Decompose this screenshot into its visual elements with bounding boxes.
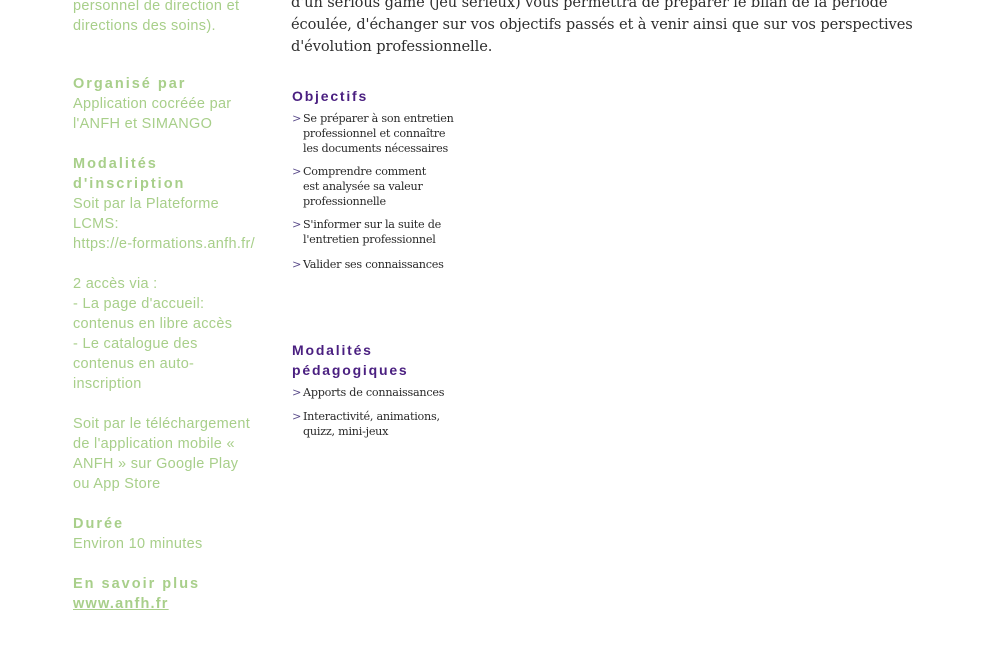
download-text-line: ou App Store: [73, 476, 161, 492]
download-text-line: ANFH » sur Google Play: [73, 456, 239, 472]
pedagogiques-heading: Modalités pédagogiques: [292, 342, 409, 378]
audience-text-line: personnel de direction et: [73, 0, 240, 14]
objectifs-list: > Se préparer à son entretien profession…: [292, 111, 492, 272]
chevron-right-icon: >: [292, 386, 302, 399]
organise-text-line: l'ANFH et SIMANGO: [73, 116, 213, 132]
objectifs-section: Objectifs > Se préparer à son entretien …: [292, 86, 492, 272]
pedagogiques-section: Modalités pédagogiques > Apports de conn…: [292, 340, 492, 439]
duree-label: Durée: [73, 516, 125, 532]
download-text-line: de l'application mobile «: [73, 436, 235, 452]
inscription-text-line: LCMS:: [73, 216, 119, 232]
chevron-right-icon: >: [292, 218, 302, 231]
intro-line: écoulée, d'échanger sur vos objectifs pa…: [291, 16, 913, 33]
list-item: > Se préparer à son entretien profession…: [292, 112, 454, 155]
inscription-text-line: Soit par la Plateforme: [73, 196, 220, 212]
access-text-line: - Le catalogue des: [73, 336, 198, 352]
intro-paragraph: d'un serious game (jeu sérieux) vous per…: [291, 0, 951, 58]
access-text-line: contenus en auto-: [73, 356, 195, 372]
left-sidebar: personnel de direction et directions des…: [73, 0, 278, 614]
access-text-line: inscription: [73, 376, 142, 392]
list-item: > S'informer sur la suite de l'entretien…: [292, 218, 442, 246]
inscription-label: Modalités: [73, 156, 158, 172]
organise-text-line: Application cocréée par: [73, 96, 232, 112]
intro-line: d'évolution professionnelle.: [291, 38, 493, 55]
platform-url[interactable]: https://e-formations.anfh.fr/: [73, 236, 255, 252]
duree-value: Environ 10 minutes: [73, 536, 203, 552]
audience-text-line: directions des soins).: [73, 18, 216, 34]
anfh-website-link[interactable]: www.anfh.fr: [73, 596, 169, 612]
savoir-label: En savoir plus: [73, 576, 201, 592]
inscription-label: d'inscription: [73, 176, 186, 192]
list-item: > Valider ses connaissances: [292, 258, 444, 271]
list-item: > Apports de connaissances: [292, 386, 445, 399]
list-item: > Comprendre comment est analysée sa val…: [292, 165, 426, 208]
intro-line: d'un serious game (jeu sérieux) vous per…: [291, 0, 888, 11]
access-text-line: 2 accès via :: [73, 276, 158, 292]
objectifs-heading: Objectifs: [292, 88, 369, 104]
organise-label: Organisé par: [73, 76, 187, 92]
list-item: > Interactivité, animations, quizz, mini…: [292, 410, 440, 438]
chevron-right-icon: >: [292, 410, 302, 423]
chevron-right-icon: >: [292, 112, 302, 125]
chevron-right-icon: >: [292, 258, 302, 271]
pedagogiques-list: > Apports de connaissances > Interactivi…: [292, 385, 492, 439]
download-text-line: Soit par le téléchargement: [73, 416, 251, 432]
access-text-line: - La page d'accueil:: [73, 296, 205, 312]
access-text-line: contenus en libre accès: [73, 316, 233, 332]
chevron-right-icon: >: [292, 165, 302, 178]
